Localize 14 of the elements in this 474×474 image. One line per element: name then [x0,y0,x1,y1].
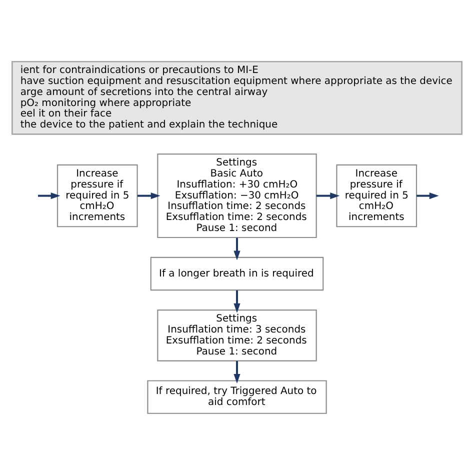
arrow [234,237,240,260]
node-box: Settings Insufflation time: 3 seconds Exsufflation time: 2 seconds Pause 1: second [157,308,317,361]
node-box: ient for contraindications or precautions to MI-E have suction equipment and resuscitation equipment where appropriate as the device arge amount of secretions into the central airway pO₂ monitoring where appropriate eel it on their face the device to the patient and explain the technique [12,60,462,134]
node-box: Increase pressure if required in 5 cmH₂O increments [336,164,418,227]
node-box: Settings Basic Auto Insufflation: +30 cmH₂O Exsufflation: −30 cmH₂O Insufflation time: 2 seconds Exsufflation time: 2 seconds Pause 1: second [157,153,317,238]
arrow [234,360,240,383]
arrow [416,192,439,199]
node-box: If required, try Triggered Auto to aid comfort [147,380,327,414]
node-box: Increase pressure if required in 5 cmH₂O increments [56,164,138,227]
arrow [38,192,60,199]
node-box: If a longer breath in is required [150,256,324,290]
arrow [137,192,160,199]
arrow [316,192,340,199]
arrow [234,290,240,312]
